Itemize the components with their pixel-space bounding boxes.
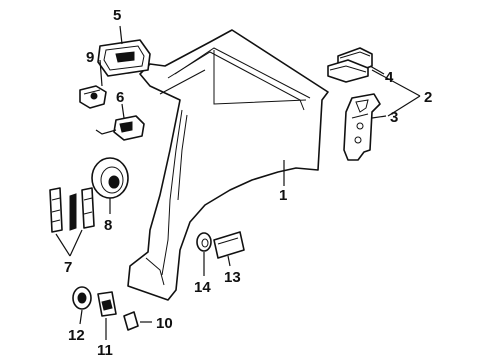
pad-part-10 xyxy=(123,311,139,331)
callout-1: 1 xyxy=(279,187,287,204)
clip-part-11 xyxy=(97,291,117,317)
callout-10: 10 xyxy=(156,315,173,332)
bumper-part-12 xyxy=(72,286,92,310)
callout-5: 5 xyxy=(113,7,121,24)
callout-9: 9 xyxy=(86,49,94,66)
callout-3: 3 xyxy=(390,109,398,126)
grommet-part-14 xyxy=(196,232,212,252)
callout-6: 6 xyxy=(116,89,124,106)
callout-7: 7 xyxy=(64,259,72,276)
inner-panel-part-3 xyxy=(343,93,381,161)
fuel-door-part-5 xyxy=(97,39,151,77)
latch-part-6 xyxy=(95,115,145,141)
callout-11: 11 xyxy=(97,342,113,359)
cover-plate-part-13 xyxy=(213,231,245,259)
quarter-panel-part-1 xyxy=(127,29,329,301)
hinge-part-9 xyxy=(79,85,107,109)
callout-8: 8 xyxy=(104,217,112,234)
callout-4: 4 xyxy=(385,69,394,86)
bracket-part-7 xyxy=(49,187,95,233)
callout-12: 12 xyxy=(68,327,85,344)
callout-13: 13 xyxy=(224,269,241,286)
bracket-part-4 xyxy=(327,47,373,83)
leader-lines xyxy=(55,25,421,340)
callout-2: 2 xyxy=(424,89,432,106)
callout-14: 14 xyxy=(194,279,211,296)
filler-housing-part-8 xyxy=(91,157,129,199)
